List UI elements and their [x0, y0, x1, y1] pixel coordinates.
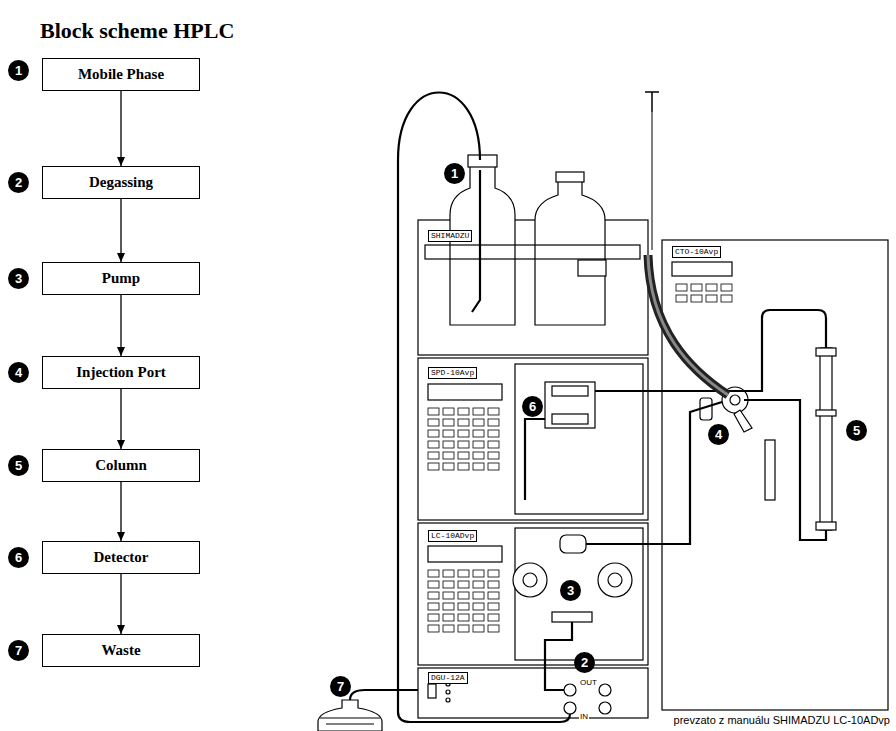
callout-number: 2 — [574, 652, 595, 673]
device-label: SPD-10Avp — [428, 367, 477, 379]
mixer — [552, 612, 592, 622]
box-label: Mobile Phase — [78, 66, 164, 83]
callout-number: 7 — [8, 640, 29, 661]
callout-number: 7 — [330, 676, 351, 697]
pump-display — [428, 546, 502, 562]
callout-number: 1 — [8, 60, 29, 81]
device-label: DGU-12A — [428, 672, 468, 684]
device-label: SHIMADZU — [428, 230, 472, 242]
sample-syringe — [645, 92, 728, 395]
detector-panel — [515, 364, 643, 514]
column — [820, 348, 832, 530]
flow-arrow — [120, 295, 121, 356]
callout-number: 1 — [444, 163, 465, 184]
box-label: Pump — [102, 270, 140, 287]
diagram-title: Block scheme HPLC — [40, 18, 234, 44]
pump-manifold — [560, 535, 586, 553]
injector-lever — [734, 410, 752, 432]
flow-arrow — [120, 574, 121, 634]
process-box: Column — [42, 449, 200, 482]
tubing — [350, 93, 826, 723]
keypads — [428, 284, 732, 632]
callout-number: 6 — [522, 396, 543, 417]
bottle-cap — [468, 155, 497, 167]
process-box: Waste — [42, 634, 200, 667]
detector-module — [418, 358, 648, 520]
flow-arrow — [120, 199, 121, 262]
callout-number: 2 — [8, 172, 29, 193]
callout-number: 3 — [8, 268, 29, 289]
port-label: IN — [579, 712, 589, 721]
box-label: Injection Port — [76, 364, 166, 381]
flow-cell — [545, 382, 595, 428]
degasser-switch — [428, 684, 436, 698]
callout-number: 5 — [8, 455, 29, 476]
callout-number: 4 — [708, 424, 729, 445]
box-label: Detector — [94, 549, 149, 566]
waste-bottle — [318, 700, 382, 731]
device-label: LC-10ADvp — [428, 530, 477, 542]
callout-number: 3 — [560, 580, 581, 601]
process-box: Pump — [42, 262, 200, 295]
flow-arrow — [120, 389, 121, 449]
degasser-module — [418, 668, 648, 718]
box-label: Waste — [101, 642, 140, 659]
pump-head — [513, 563, 547, 597]
process-box: Degassing — [42, 166, 200, 199]
callout-number: 4 — [8, 362, 29, 383]
solvent-bottle — [535, 180, 605, 325]
oven-handle — [765, 440, 775, 500]
callout-number: 6 — [8, 547, 29, 568]
box-label: Column — [95, 457, 147, 474]
pump-head — [598, 563, 632, 597]
oven-display — [672, 262, 732, 276]
port-label: OUT — [579, 678, 598, 687]
flow-arrow — [120, 482, 121, 541]
detector-display — [428, 384, 502, 400]
port-in — [564, 702, 576, 714]
process-box: Mobile Phase — [42, 58, 200, 91]
process-box: Injection Port — [42, 356, 200, 389]
process-box: Detector — [42, 541, 200, 574]
callout-number: 5 — [846, 420, 867, 441]
flow-arrow — [120, 91, 121, 166]
device-label: CTO-10Avp — [672, 246, 721, 258]
bottle-label — [578, 260, 606, 276]
instrument-stack — [318, 155, 888, 731]
port-out — [564, 684, 576, 696]
box-label: Degassing — [89, 174, 153, 191]
source-caption: prevzato z manuálu SHIMADZU LC-10ADvp — [674, 714, 890, 726]
